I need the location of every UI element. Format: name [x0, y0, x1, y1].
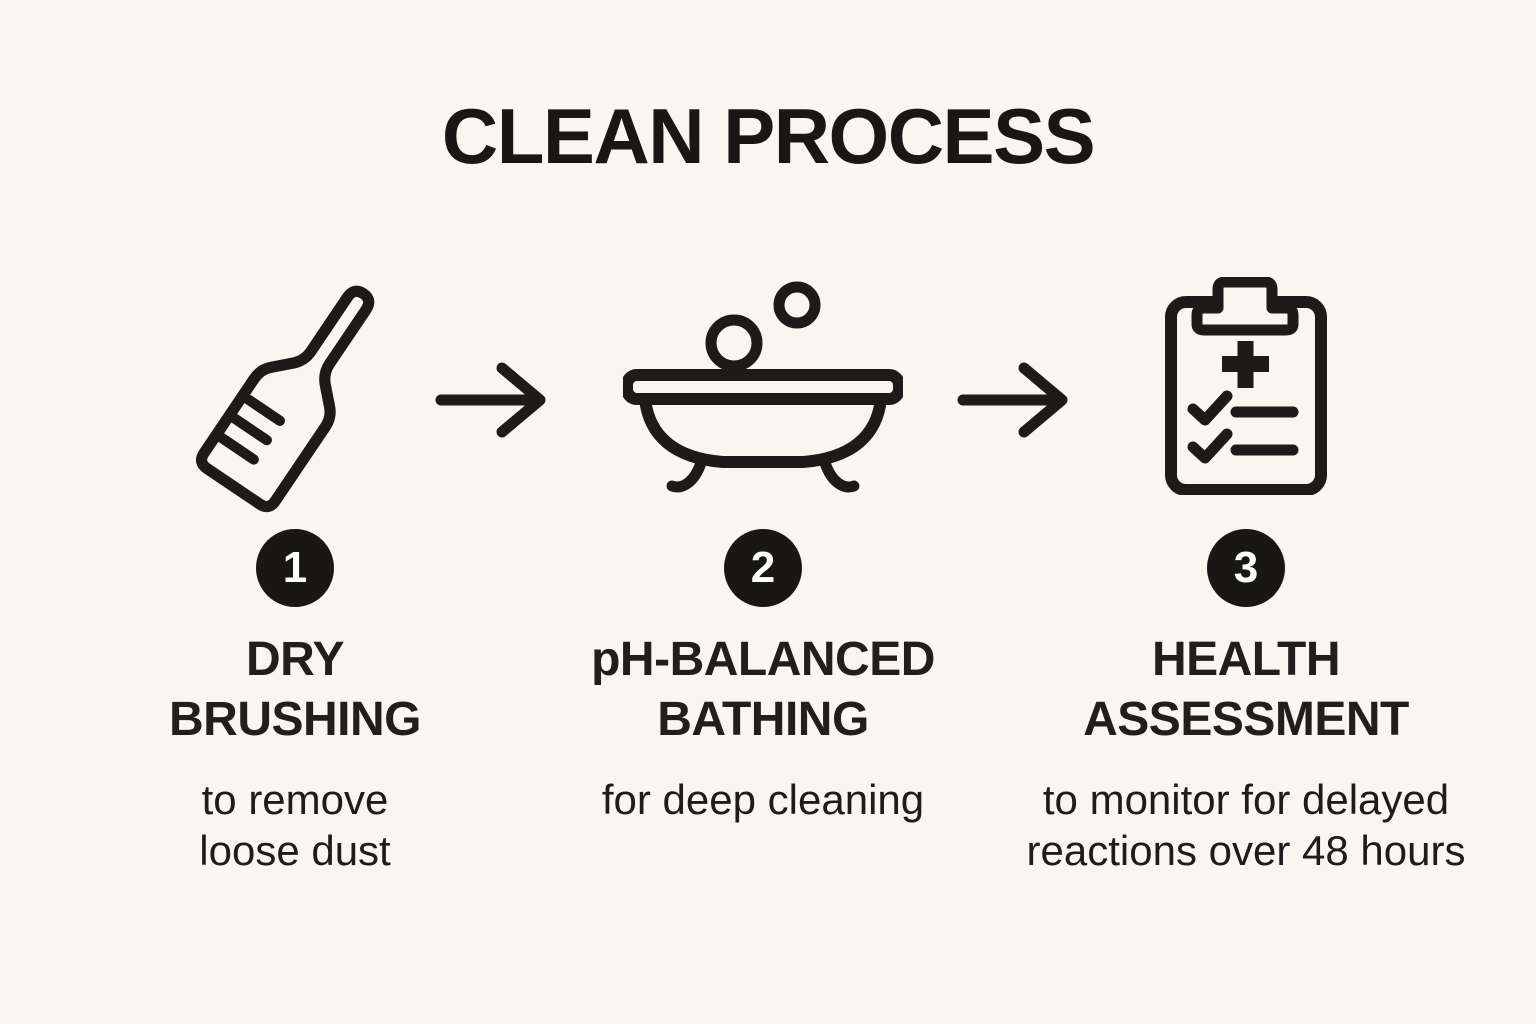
step-3-title: HEALTH ASSESSMENT: [1083, 633, 1409, 746]
step-1-title: DRY BRUSHING: [168, 633, 422, 746]
step-number: 2: [750, 543, 776, 592]
step-3-description: to monitor for delayed reactions over 48…: [1026, 776, 1466, 874]
step-2-number-badge: 2: [724, 529, 802, 607]
step-2-description: for deep cleaning: [601, 776, 925, 823]
step-3-column: 3 HEALTH ASSESSMENT to monitor for delay…: [1016, 0, 1476, 1024]
step-2-title: pH-BALANCED BATHING: [591, 633, 935, 746]
step-3-number-badge: 3: [1207, 529, 1285, 607]
bathtub-icon: [543, 268, 983, 522]
step-number: 3: [1233, 543, 1259, 592]
clipboard-checklist-icon: [1016, 268, 1476, 522]
arrow-right-icon: [434, 360, 554, 440]
dry-brush-icon: [75, 268, 515, 522]
step-1-number-badge: 1: [256, 529, 334, 607]
arrow-right-icon: [956, 360, 1076, 440]
step-1-description: to remove loose dust: [199, 776, 391, 874]
step-2-column: 2 pH-BALANCED BATHING for deep cleaning: [543, 0, 983, 1024]
step-number: 1: [282, 543, 308, 592]
page-title: CLEAN PROCESS: [441, 92, 1096, 180]
step-1-column: 1 DRY BRUSHING to remove loose dust: [75, 0, 515, 1024]
